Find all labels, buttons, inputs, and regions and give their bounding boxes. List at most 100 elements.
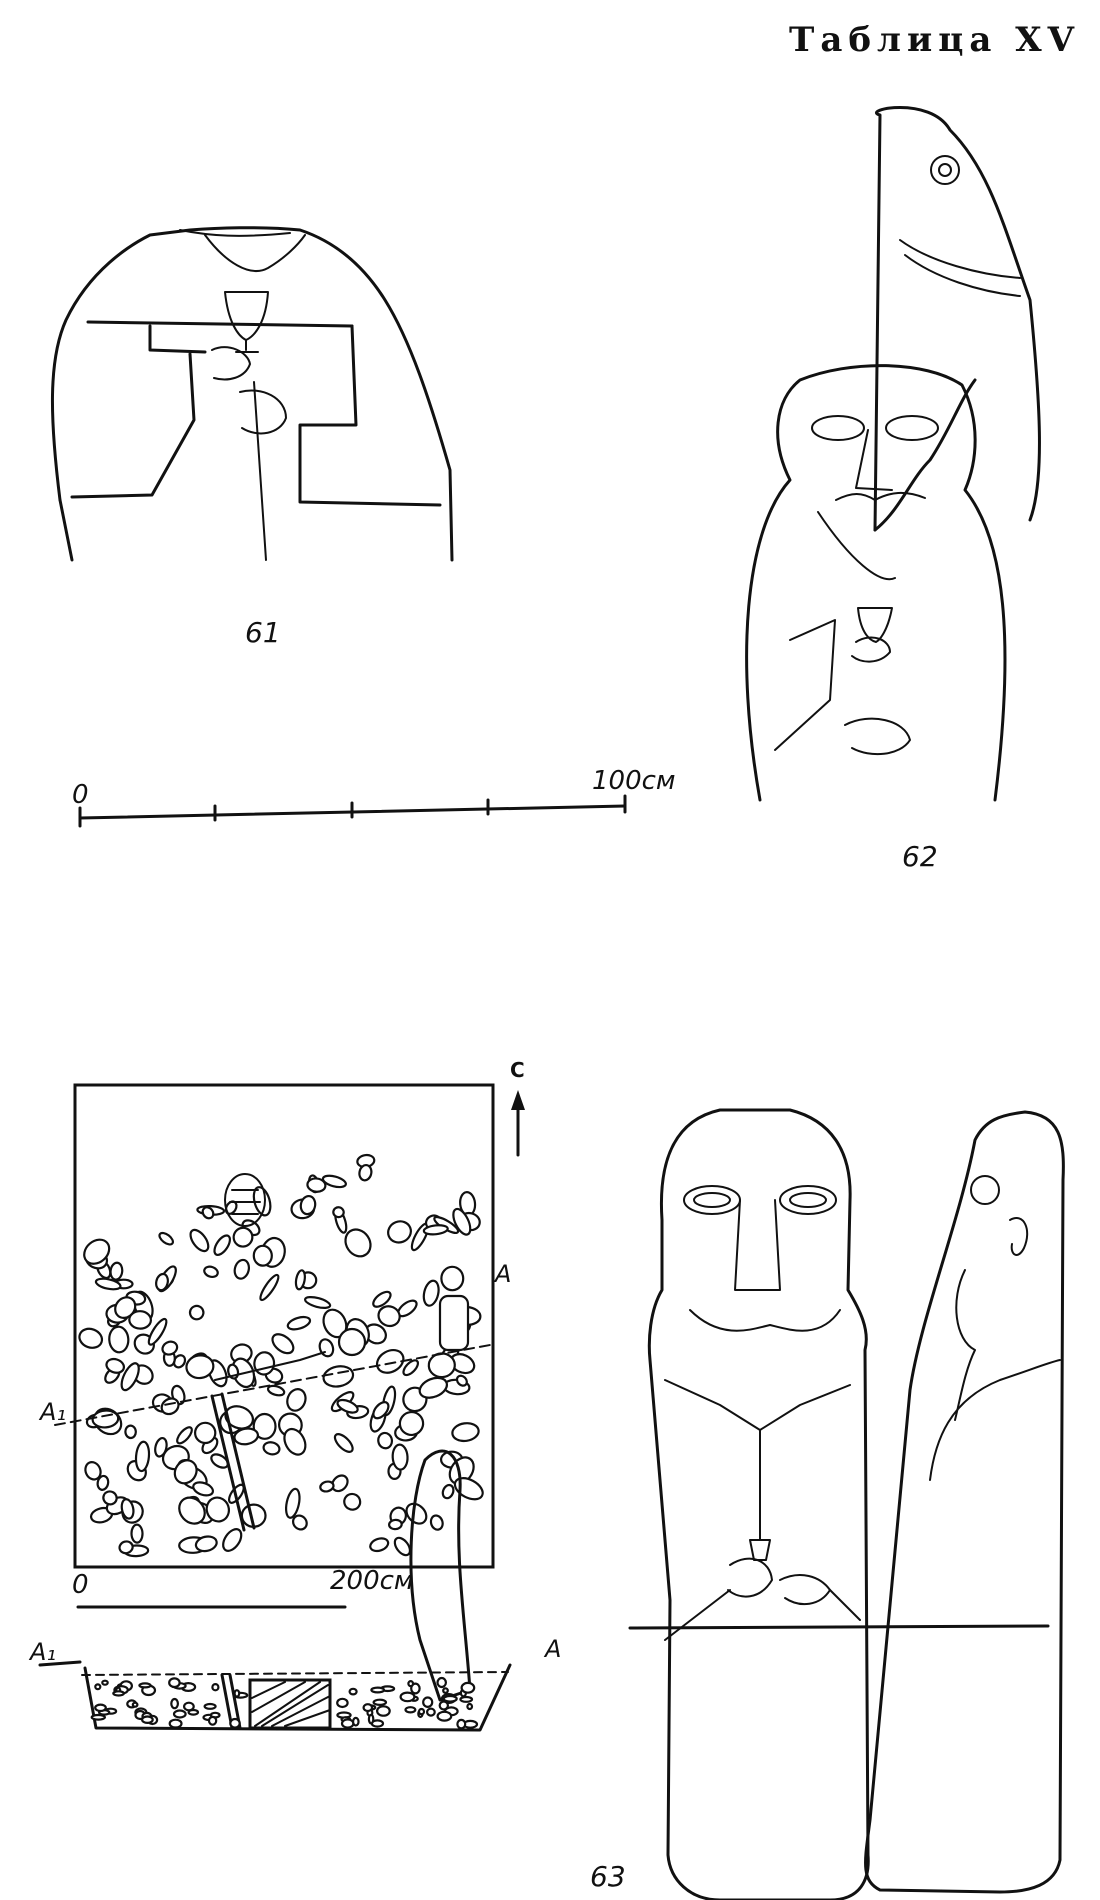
- section-stone: [187, 1708, 200, 1716]
- plan-stone: [271, 1333, 295, 1355]
- plan-stone: [455, 1374, 468, 1387]
- plan-stone: [388, 1518, 403, 1531]
- plan-stone: [333, 1433, 354, 1453]
- section-stone: [407, 1679, 415, 1688]
- plan-stone: [319, 1480, 335, 1493]
- plan-stone: [203, 1265, 219, 1279]
- figure-61-label: 61: [245, 616, 281, 649]
- plan-stone: [286, 1315, 312, 1331]
- plan-stone: [130, 1523, 144, 1544]
- plan-stone: [284, 1487, 301, 1519]
- section-stone: [207, 1715, 218, 1726]
- plan-stone: [201, 1206, 215, 1220]
- section-stone: [367, 1713, 375, 1725]
- plan-stone: [252, 1244, 273, 1267]
- section-stone: [94, 1703, 107, 1713]
- plan-stone: [114, 1296, 137, 1319]
- section-stone: [436, 1710, 453, 1722]
- section-fill: [90, 1676, 479, 1730]
- section-stone: [459, 1695, 474, 1703]
- section-stone: [229, 1717, 241, 1729]
- plan-section-a1-label: А₁: [40, 1398, 67, 1426]
- section-stone: [211, 1682, 220, 1692]
- section-stone: [138, 1682, 152, 1689]
- plan-stone: [387, 1220, 412, 1244]
- figure-63-stele: [628, 1108, 1065, 1900]
- plan-stone: [193, 1421, 217, 1445]
- plan-stone: [336, 1398, 359, 1414]
- plan-stone: [96, 1474, 110, 1491]
- plan-stone: [78, 1327, 104, 1349]
- plan-stone: [173, 1459, 198, 1485]
- section-stone: [90, 1713, 107, 1721]
- scale-bottom-end: 200см: [330, 1566, 414, 1596]
- section-stone: [399, 1691, 416, 1703]
- section-stone: [404, 1706, 417, 1714]
- plan-stone: [91, 1409, 120, 1429]
- section-a-label: А: [545, 1635, 562, 1663]
- plan-stone: [453, 1477, 484, 1501]
- plan-stone: [188, 1304, 205, 1321]
- plan-stones: [78, 1153, 484, 1558]
- plan-stone: [344, 1228, 372, 1258]
- figure-62-label: 62: [902, 840, 938, 873]
- plan-stone: [120, 1362, 140, 1392]
- section-stone: [112, 1690, 125, 1697]
- section-stone: [170, 1697, 180, 1710]
- plan-stone: [294, 1269, 306, 1291]
- plan-section-a-label: А: [495, 1260, 512, 1288]
- plan-stone: [154, 1436, 168, 1458]
- figure-61-stele: [50, 226, 454, 562]
- plan-stone: [451, 1422, 480, 1443]
- plan-stone: [222, 1528, 243, 1552]
- section-stone: [442, 1687, 449, 1694]
- north-label: С: [510, 1058, 525, 1082]
- section-stone: [172, 1709, 187, 1719]
- plan-stone: [343, 1492, 362, 1511]
- section-stone: [340, 1718, 355, 1729]
- section-stone: [417, 1707, 426, 1716]
- scale-bottom-start: 0: [72, 1570, 89, 1600]
- plan-stone: [213, 1234, 232, 1257]
- plan-stone: [377, 1431, 394, 1450]
- plan-stone: [418, 1376, 448, 1399]
- section-stone: [460, 1681, 476, 1694]
- plan-stone: [283, 1427, 307, 1456]
- plan-stone: [108, 1325, 130, 1354]
- plan-stone: [372, 1290, 392, 1308]
- plan-stone: [377, 1305, 401, 1328]
- plan-stone: [358, 1163, 373, 1182]
- section-stone: [376, 1705, 391, 1717]
- plan-stone: [398, 1410, 425, 1437]
- plan-stone: [422, 1224, 449, 1236]
- plan-stone: [124, 1424, 137, 1440]
- plan-stone: [194, 1535, 218, 1553]
- section-stone: [336, 1697, 349, 1709]
- plan-stone: [233, 1427, 259, 1446]
- plan-stone: [402, 1359, 419, 1377]
- plan-stone: [291, 1514, 308, 1531]
- section-stone: [436, 1676, 447, 1689]
- plan-stone: [331, 1474, 349, 1493]
- plan-stone: [178, 1496, 206, 1525]
- plan-stone: [83, 1238, 111, 1265]
- plan-stone: [105, 1357, 126, 1374]
- plan-stone: [205, 1496, 230, 1523]
- plate-title: Таблица XV: [789, 20, 1080, 60]
- plan-stone: [429, 1514, 444, 1531]
- plan-stone: [303, 1295, 332, 1310]
- section-stone: [348, 1687, 358, 1696]
- figure-63-label: 63: [590, 1860, 626, 1893]
- plan-stone: [441, 1483, 455, 1500]
- plan-stone: [158, 1231, 175, 1246]
- plan-stone: [299, 1194, 317, 1216]
- plan-stone: [372, 1401, 390, 1420]
- plan-stone: [118, 1540, 134, 1555]
- plan-stone: [322, 1365, 355, 1388]
- plan-stone: [189, 1228, 210, 1253]
- section-stone: [131, 1701, 139, 1708]
- section-stone: [466, 1702, 474, 1711]
- plan-stone: [422, 1279, 440, 1307]
- plan-stone: [147, 1317, 168, 1346]
- section-stone: [233, 1689, 241, 1698]
